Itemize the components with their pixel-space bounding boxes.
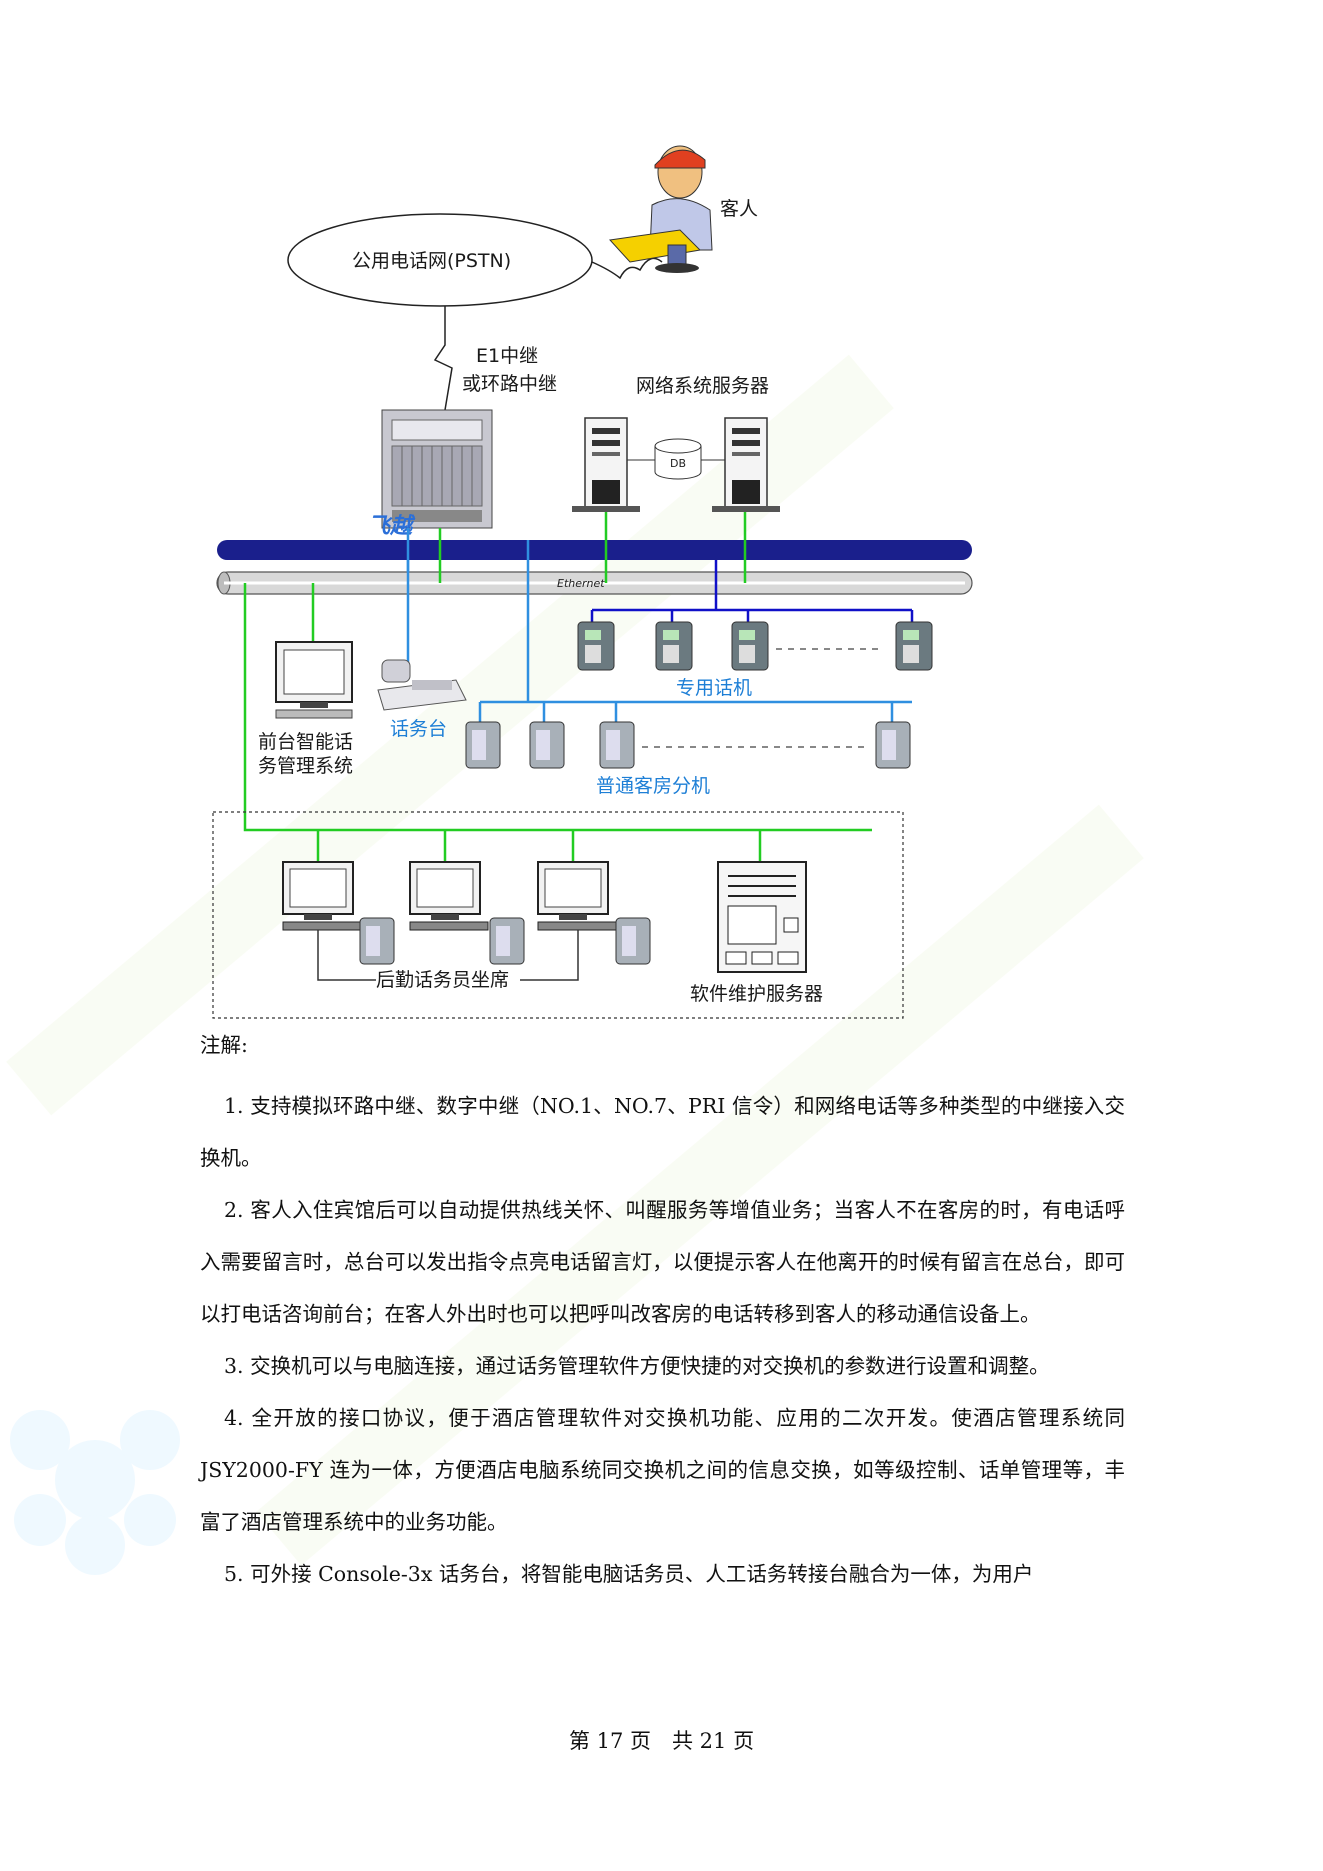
note-item-1: 1. 支持模拟环路中继、数字中继（NO.1、NO.7、PRI 信令）和网络电话等…	[200, 1094, 1125, 1170]
maintenance-server-icon	[717, 861, 807, 973]
console-icon	[377, 659, 467, 711]
note-item-2: 2. 客人入住宾馆后可以自动提供热线关怀、叫醒服务等增值业务；当客人不在客房的时…	[200, 1198, 1125, 1326]
pbx-switch-icon	[381, 409, 493, 529]
note-item-4: 4. 全开放的接口协议，便于酒店管理软件对交换机功能、应用的二次开发。使酒店管理…	[200, 1406, 1125, 1534]
backoffice-phone-icon	[359, 917, 651, 965]
pstn-label: 公用电话网(PSTN)	[352, 250, 511, 272]
front-desk-label-1: 前台智能话	[258, 731, 353, 753]
guest-label: 客人	[720, 198, 758, 220]
dedicated-phone-label: 专用话机	[676, 677, 752, 699]
dedicated-phone-icon	[577, 621, 933, 671]
backbone-bus	[217, 540, 972, 560]
guest-icon	[608, 145, 713, 273]
ethernet-label: Ethernet	[557, 577, 605, 590]
guest-room-label: 普通客房分机	[596, 775, 710, 797]
console-label: 话务台	[390, 718, 447, 740]
database-icon	[627, 438, 725, 480]
front-desk-pc-icon	[275, 641, 353, 719]
note-item-3: 3. 交换机可以与电脑连接，通过话务管理软件方便快捷的对交换机的参数进行设置和调…	[224, 1354, 1050, 1378]
front-desk-label-2: 务管理系统	[258, 755, 353, 777]
server-icon-2	[712, 417, 780, 512]
network-diagram: 公用电话网(PSTN) 客人 E1中继 或环路中继 飞越 网络系统服务器	[212, 145, 973, 1019]
trunk-label-2: 或环路中继	[462, 373, 557, 395]
trunk-label-1: E1中继	[476, 345, 538, 367]
maintenance-label: 软件维护服务器	[690, 983, 823, 1005]
notes-body: 1. 支持模拟环路中继、数字中继（NO.1、NO.7、PRI 信令）和网络电话等…	[200, 1080, 1125, 1600]
network-server-label: 网络系统服务器	[636, 375, 769, 397]
server-icon-1	[572, 417, 640, 512]
db-label: DB	[670, 457, 686, 470]
backoffice-label: 后勤话务员坐席	[376, 969, 509, 991]
notes-title: 注解:	[200, 1033, 248, 1057]
backoffice-pc-icon	[282, 861, 617, 931]
pstn-cloud	[287, 213, 593, 307]
note-item-5: 5. 可外接 Console-3x 话务台，将智能电脑话务员、人工话务转接台融合…	[224, 1562, 1034, 1586]
guest-room-phone-icon	[465, 721, 911, 769]
backoffice-enclosure	[212, 811, 904, 1019]
page-footer: 第 17 页 共 21 页	[568, 1729, 755, 1753]
